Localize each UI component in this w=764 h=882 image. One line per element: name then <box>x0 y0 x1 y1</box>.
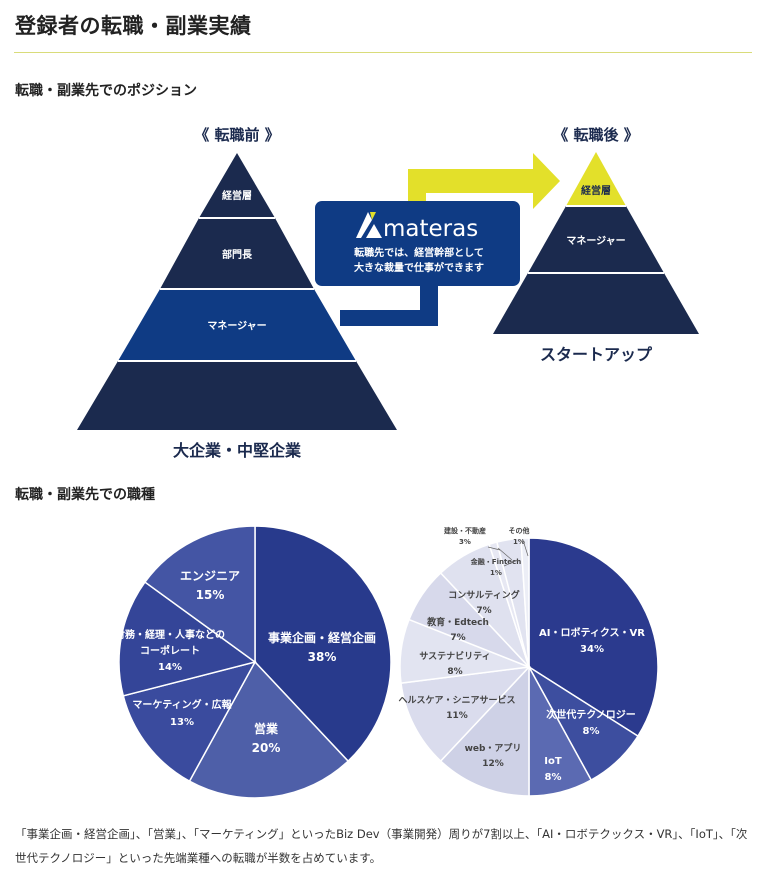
occupation-label-3: 財務・経理・人事などの <box>114 628 225 641</box>
occupation-value-1: 20% <box>252 741 281 755</box>
transition-arrow <box>408 153 560 221</box>
before-level-label-dept: 部門長 <box>222 248 253 261</box>
industry-label-9: 建設・不動産 <box>444 526 486 535</box>
occupation-value-2: 13% <box>170 717 194 728</box>
after-level-exec <box>566 152 626 206</box>
industry-value-0: 34% <box>580 644 604 655</box>
after-level-label-exec: 経営層 <box>581 184 611 197</box>
before-level-label-manager: マネージャー <box>207 320 266 332</box>
before-pyramid: 経営層 部門長 マネージャー <box>77 153 397 430</box>
after-level-label-manager: マネージャー <box>566 235 625 247</box>
section-title-position: 転職・副業先でのポジション <box>15 83 197 99</box>
industry-label-2: IoT <box>544 756 562 767</box>
occupation-label-0: 事業企画・経営企画 <box>268 630 376 645</box>
industry-label-5: サステナビリティ <box>419 650 490 662</box>
industry-label-4: ヘルスケア・シニアサービス <box>398 694 515 706</box>
industry-value-7: 7% <box>476 606 491 616</box>
industry-value-8: 1% <box>490 569 502 577</box>
materas-callout: materas 転職先では、経営幹部として 大きな裁量で仕事ができます <box>315 201 520 286</box>
before-caption: 大企業・中堅企業 <box>173 441 302 460</box>
industry-value-1: 8% <box>583 726 600 737</box>
before-level-label-exec: 経営層 <box>222 189 252 202</box>
title-divider <box>14 52 752 53</box>
occupation-value-3: 14% <box>158 662 182 673</box>
industry-label-7: コンサルティング <box>448 589 519 601</box>
page-title: 登録者の転職・副業実績 <box>15 14 252 38</box>
industry-label-8: 金融・Fintech <box>470 557 521 566</box>
before-level-base <box>77 361 397 430</box>
after-header: 《 転職後 》 <box>553 126 638 144</box>
industry-value-3: 12% <box>482 759 504 769</box>
after-level-base <box>493 273 699 334</box>
occupation-label-3: コーポレート <box>140 644 200 657</box>
industry-value-2: 8% <box>545 772 562 783</box>
industry-value-4: 11% <box>446 711 468 721</box>
occupation-label-1: 営業 <box>254 721 279 736</box>
occupation-slice-1 <box>188 660 350 799</box>
occupation-slice-3 <box>118 581 257 697</box>
industry-slice-3 <box>439 665 530 797</box>
materas-logo-icon <box>356 212 382 238</box>
industry-value-5: 8% <box>447 667 462 677</box>
industry-slice-10 <box>520 537 530 668</box>
occupation-slice-4 <box>143 525 256 664</box>
summary-footnote: 「事業企画・経営企画」、「営業」、「マーケティング」といったBiz Dev（事業… <box>15 827 748 865</box>
industry-label-6: 教育・Edtech <box>426 616 489 628</box>
industry-value-6: 7% <box>450 633 465 643</box>
before-level-dept <box>160 218 314 289</box>
industry-leader-lines <box>487 539 529 567</box>
occupation-value-4: 15% <box>196 588 225 602</box>
industry-label-0: AI・ロボティクス・VR <box>539 626 645 639</box>
before-level-manager <box>118 289 356 361</box>
before-header: 《 転職前 》 <box>194 126 279 144</box>
industry-label-3: web・アプリ <box>465 742 522 754</box>
occupation-value-0: 38% <box>308 650 337 664</box>
position-diagram: 《 転職前 》 経営層 部門長 マネージャー 大企業・中堅企業 materas … <box>77 126 699 460</box>
occupation-label-4: エンジニア <box>180 569 240 583</box>
industry-value-10: 1% <box>513 538 525 546</box>
brand-name: materas <box>383 216 478 242</box>
after-level-manager <box>528 206 664 273</box>
occupation-label-2: マーケティング・広報 <box>132 698 232 711</box>
after-caption: スタートアップ <box>540 345 653 364</box>
after-pyramid: 経営層 マネージャー <box>493 152 699 334</box>
occupation-slice-2 <box>122 660 257 783</box>
pie-chart-industry: AI・ロボティクス・VR 34% 次世代テクノロジー 8% IoT 8% web・アプリ 12… <box>398 526 659 797</box>
industry-slice-4 <box>400 665 531 763</box>
industry-label-1: 次世代テクノロジー <box>546 708 635 721</box>
industry-value-9: 3% <box>459 538 471 546</box>
section-title-occupation: 転職・副業先での職種 <box>15 487 155 503</box>
pie-chart-occupation: 事業企画・経営企画 38% 営業 20% マーケティング・広報 13% 財務・経理・人事など… <box>114 525 392 799</box>
callout-line-1: 転職先では、経営幹部として <box>354 246 484 259</box>
industry-label-10: その他 <box>509 526 530 535</box>
occupation-slice-0 <box>254 525 392 763</box>
before-level-exec <box>199 153 275 218</box>
callout-line-2: 大きな裁量で仕事ができます <box>354 261 484 274</box>
transition-connector <box>340 285 438 326</box>
